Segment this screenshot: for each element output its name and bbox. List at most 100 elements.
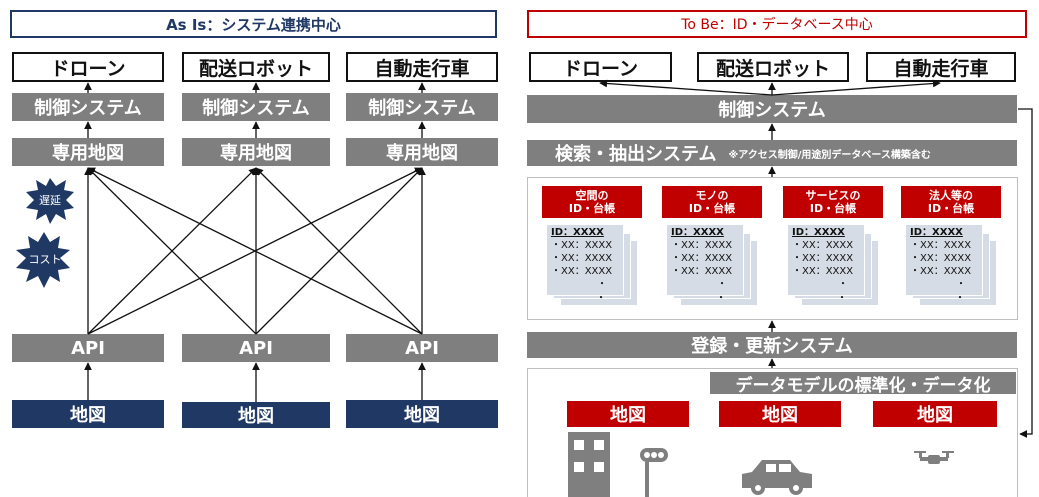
card-dot: ・: [597, 279, 607, 290]
id-ledger-container: [527, 177, 1018, 320]
delay-burst-icon: [26, 178, 74, 224]
left-control-system-3: 制御システム: [346, 93, 498, 121]
category-line2: ID・台帳: [809, 202, 857, 215]
category-line2: ID・台帳: [927, 202, 975, 215]
card-row: ・XX：XXXX: [910, 266, 972, 277]
card-id: ID：XXXX: [671, 227, 724, 238]
left-map-3: 地図: [346, 400, 498, 428]
dedicated-map-label: 専用地図: [386, 143, 458, 164]
building-icon: [568, 432, 610, 497]
category-line1: 法人等の: [929, 189, 973, 202]
card-id: ID：XXXX: [551, 227, 604, 238]
category-corporations: 法人等の ID・台帳: [901, 186, 1001, 218]
card-dot: ・: [956, 279, 966, 290]
right-vehicle-label: 自動走行車: [893, 57, 989, 80]
card-dot-tail: ・: [596, 292, 606, 305]
left-dedicated-map-1: 専用地図: [12, 138, 164, 166]
card-row: ・XX：XXXX: [551, 240, 613, 251]
card-dot: ・: [717, 279, 727, 290]
right-vehicle-robot: 配送ロボット: [697, 52, 849, 82]
to-be-header-text: To Be：ID・データベース中心: [681, 17, 873, 33]
left-dedicated-map-3: 専用地図: [346, 138, 498, 166]
card-dot-tail: ・: [955, 292, 965, 305]
left-vehicle-drone: ドローン: [12, 52, 164, 82]
card-dot: ・: [837, 293, 847, 304]
right-register-system: 登録・更新システム: [527, 332, 1017, 358]
ledger-card: ID：XXXX ・XX：XXXX ・XX：XXXX ・XX：XXXX ・: [546, 224, 624, 296]
to-be-header: To Be：ID・データベース中心: [527, 10, 1027, 38]
standardization-bar: データモデルの標準化・データ化: [710, 372, 1016, 396]
card-row: ・XX：XXXX: [551, 266, 613, 277]
right-control-system: 制御システム: [527, 95, 1017, 123]
as-is-header-text: As Is：システム連携中心: [166, 15, 341, 34]
map-label: 地図: [917, 405, 953, 426]
right-map-1: 地図: [567, 401, 689, 427]
drone-icon: [914, 451, 954, 464]
left-vehicle-car: 自動走行車: [346, 52, 498, 82]
control-label: 制御システム: [368, 98, 476, 119]
right-vehicle-label: ドローン: [562, 57, 639, 80]
card-dot: ・: [596, 293, 606, 304]
api-label: API: [405, 337, 439, 359]
ledger-card: ID：XXXX ・XX：XXXX ・XX：XXXX ・XX：XXXX ・: [905, 224, 983, 296]
left-map-1: 地図: [12, 400, 164, 428]
right-connectors: [568, 79, 1033, 497]
left-control-system-2: 制御システム: [182, 93, 330, 121]
right-vehicle-label: 配送ロボット: [715, 57, 830, 80]
card-dot-tail: ・: [716, 292, 726, 305]
left-dedicated-map-2: 専用地図: [182, 138, 330, 166]
cost-burst-icon: [16, 232, 70, 288]
as-is-header: As Is：システム連携中心: [10, 10, 497, 38]
dedicated-map-label: 専用地図: [52, 143, 124, 164]
standardize-label: データモデルの標準化・データ化: [735, 375, 991, 396]
left-vehicle-label: 自動走行車: [374, 57, 470, 80]
category-line1: モノの: [695, 189, 729, 202]
map-label: 地図: [404, 405, 440, 426]
map-label: 地図: [610, 405, 646, 426]
card-row: ・XX：XXXX: [671, 266, 733, 277]
api-label: API: [239, 337, 273, 359]
category-line1: サービスの: [805, 189, 861, 202]
right-map-3: 地図: [873, 401, 997, 427]
category-space: 空間の ID・台帳: [542, 186, 642, 218]
left-vehicle-label: ドローン: [50, 57, 126, 80]
left-map-2: 地図: [182, 402, 330, 428]
left-vehicle-robot: 配送ロボット: [182, 52, 330, 82]
car-icon: [742, 460, 812, 495]
traffic-light-icon: [640, 448, 668, 497]
data-layer-container: [527, 368, 1018, 497]
category-services: サービスの ID・台帳: [783, 186, 883, 218]
card-row: ・XX：XXXX: [551, 253, 613, 264]
right-vehicle-car: 自動走行車: [866, 52, 1016, 82]
card-row: ・XX：XXXX: [671, 240, 733, 251]
api-label: API: [71, 337, 105, 359]
card-dot: ・: [716, 293, 726, 304]
left-vehicle-label: 配送ロボット: [198, 57, 313, 80]
category-line1: 空間の: [575, 189, 609, 202]
card-row: ・XX：XXXX: [792, 266, 854, 277]
dedicated-map-label: 専用地図: [220, 143, 292, 164]
left-control-system-1: 制御システム: [12, 93, 164, 121]
map-label: 地図: [238, 406, 274, 427]
left-api-3: API: [346, 334, 498, 362]
map-label: 地図: [762, 405, 798, 426]
card-id: ID：XXXX: [910, 227, 963, 238]
search-note: ※アクセス制御/用途別データベース構築含む: [728, 149, 931, 161]
card-row: ・XX：XXXX: [671, 253, 733, 264]
control-label: 制御システム: [202, 98, 310, 119]
category-line2: ID・台帳: [568, 202, 616, 215]
card-row: ・XX：XXXX: [910, 253, 972, 264]
card-dot: ・: [838, 279, 848, 290]
search-label: 検索・抽出システム: [555, 144, 717, 165]
left-connectors: [16, 82, 426, 402]
delay-label: 遅延: [30, 192, 70, 208]
card-row: ・XX：XXXX: [910, 240, 972, 251]
map-label: 地図: [70, 405, 106, 426]
card-id: ID：XXXX: [792, 227, 845, 238]
left-api-1: API: [12, 334, 164, 362]
ledger-card: ID：XXXX ・XX：XXXX ・XX：XXXX ・XX：XXXX ・: [787, 224, 865, 296]
category-line2: ID・台帳: [688, 202, 736, 215]
control-label: 制御システム: [34, 98, 142, 119]
card-dot: ・: [955, 293, 965, 304]
right-search-system: 検索・抽出システム ※アクセス制御/用途別データベース構築含む: [527, 140, 1017, 166]
